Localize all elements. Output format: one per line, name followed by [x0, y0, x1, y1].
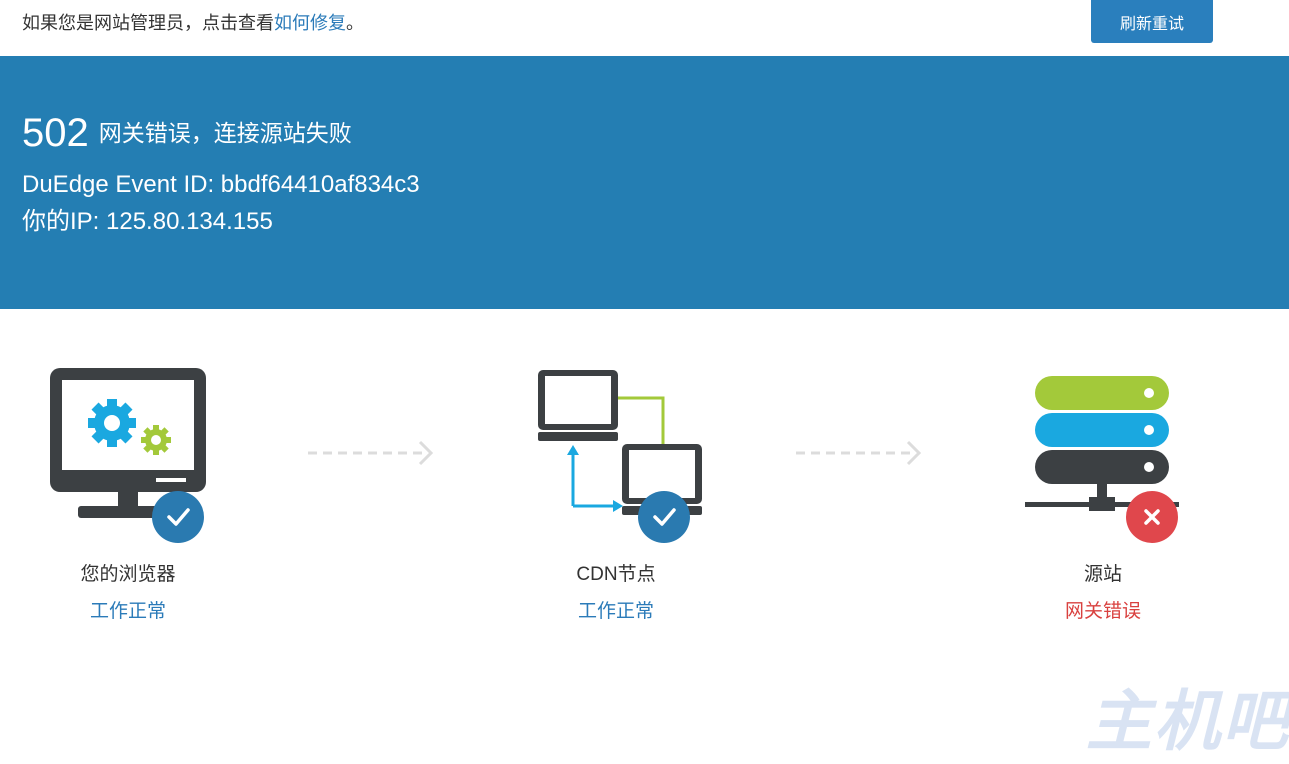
- arrow-right-icon: [308, 440, 434, 466]
- how-to-fix-link[interactable]: 如何修复: [274, 13, 346, 33]
- top-bar: 如果您是网站管理员，点击查看如何修复。 刷新重试: [0, 0, 1289, 56]
- cdn-node-name: CDN节点: [576, 564, 656, 585]
- refresh-retry-button[interactable]: 刷新重试: [1091, 0, 1213, 43]
- browser-node: 您的浏览器 工作正常: [28, 360, 228, 640]
- origin-server-icon: [1025, 376, 1179, 543]
- error-code: 502: [22, 111, 89, 155]
- admin-hint-prefix: 如果您是网站管理员，点击查看: [22, 13, 274, 33]
- watermark-logo: 主机吧: [1086, 682, 1289, 760]
- origin-node: 源站 网关错误: [1003, 360, 1203, 640]
- event-id-line: DuEdge Event ID: bbdf64410af834c3: [22, 171, 420, 198]
- error-message: 网关错误，连接源站失败: [98, 120, 352, 146]
- origin-node-name: 源站: [1083, 564, 1122, 585]
- admin-hint-suffix: 。: [346, 13, 364, 33]
- cdn-network-icon: [538, 370, 702, 543]
- browser-node-status: 工作正常: [89, 601, 166, 622]
- error-banner: 502 网关错误，连接源站失败 DuEdge Event ID: bbdf6441…: [0, 56, 1289, 309]
- browser-monitor-icon: [50, 368, 206, 543]
- origin-node-status: 网关错误: [1064, 601, 1141, 622]
- admin-hint: 如果您是网站管理员，点击查看如何修复。: [22, 11, 364, 35]
- cdn-node: CDN节点 工作正常: [516, 360, 716, 640]
- arrow-right-icon: [796, 440, 922, 466]
- cdn-node-status: 工作正常: [577, 601, 654, 622]
- browser-node-name: 您的浏览器: [80, 564, 176, 585]
- error-title: 502 网关错误，连接源站失败: [22, 111, 352, 155]
- client-ip-line: 你的IP: 125.80.134.155: [22, 208, 273, 235]
